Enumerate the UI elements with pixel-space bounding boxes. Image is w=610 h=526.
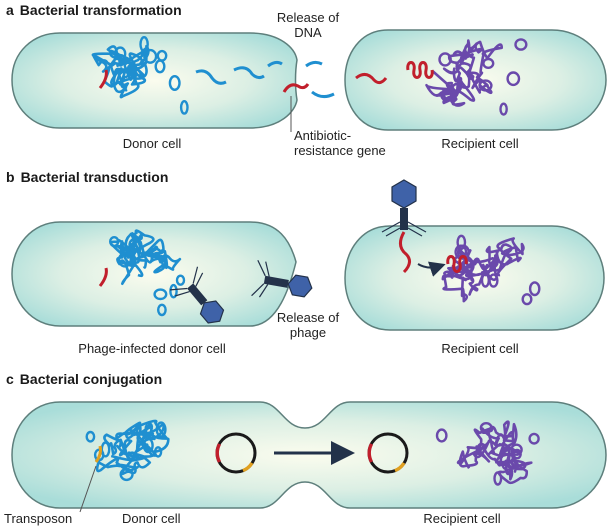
resistance-gene-label: Antibiotic- resistance gene [294,128,386,158]
donor-cell-b [11,221,297,327]
recipient-plasmid [367,432,409,474]
panel-c-artwork [11,401,607,513]
phage-released [251,260,313,298]
dna-fragment [311,90,335,99]
dna-loop [169,283,178,299]
dna-loop [156,49,168,62]
donor-cell-label: Donor cell [122,511,181,526]
donor-chromosome [91,36,189,115]
recipient-cell-label: Recipient cell [441,341,519,356]
panel-b-artwork [11,179,605,331]
dna-loop [117,251,133,268]
injected-gene [399,231,411,274]
dna-fragment [267,60,283,68]
dna-loop [440,88,453,102]
dna-loop [480,272,491,288]
dna-strand [441,237,525,303]
dna-loop [521,293,533,306]
release-of-dna-label: Release of DNA [276,10,340,40]
dna-loop [514,38,528,51]
resistance-gene-marker [98,69,108,89]
dna-loop [438,52,452,67]
phage-in-donor [169,266,225,324]
dna-loop [179,100,189,115]
donor-chromosome [108,229,186,317]
dna-loop [175,274,186,286]
recipient-gene-fragment [355,73,388,85]
phage-injecting [381,179,427,237]
dna-loop [499,102,508,116]
dna-fragment [233,66,265,80]
phage-infected-donor-label: Phage-infected donor cell [78,341,226,356]
recipient-cell-label: Recipient cell [423,511,501,526]
transposon-leader [79,465,97,513]
dna-loop [528,281,541,297]
dna-fragment [305,60,323,68]
resistance-gene-marker [98,267,108,287]
dna-loop [143,48,158,64]
integrated-resistance-gene [406,61,434,79]
dna-loop [113,46,127,61]
conjugating-cells [11,401,607,509]
dna-loop [108,236,120,248]
transposon-label: Transposon [4,511,73,526]
dna-loop [153,288,168,301]
recipient-cell-b [344,225,605,331]
recipient-chromosome [435,420,540,486]
dna-loop [156,303,167,317]
dna-loop [435,428,448,443]
donor-cell-label: Donor cell [122,136,182,151]
release-of-phage-label: Release of phage [276,310,340,340]
dna-loop [168,74,181,91]
recipient-chromosome [425,38,528,116]
integration-arrow [417,261,446,277]
dna-loop [128,237,143,253]
recipient-cell-label: Recipient cell [441,136,519,151]
dna-loop [510,443,523,456]
dna-loop [119,467,134,482]
dna-fragment [195,69,227,85]
dna-loop [501,459,514,471]
integrated-resistance-gene [446,255,468,273]
dna-loop [482,57,495,70]
dna-loop [479,421,493,434]
dna-loop [139,36,149,53]
dna-strand [425,39,504,107]
donor-plasmid [215,432,257,474]
donor-cell-a [11,32,298,129]
dna-loop [528,432,540,445]
dna-loop [155,421,167,438]
dna-loop [142,437,154,454]
transposon-marker [94,445,102,463]
dna-strand [456,420,533,485]
released-resistance-gene [282,83,310,93]
dna-loop [478,79,493,92]
recipient-chromosome [441,234,541,306]
panel-a-artwork [11,29,607,132]
dna-loop [153,446,163,458]
dna-loop [85,430,96,443]
dna-loop [506,71,521,87]
dna-loop [456,234,467,251]
dna-loop [493,471,503,486]
